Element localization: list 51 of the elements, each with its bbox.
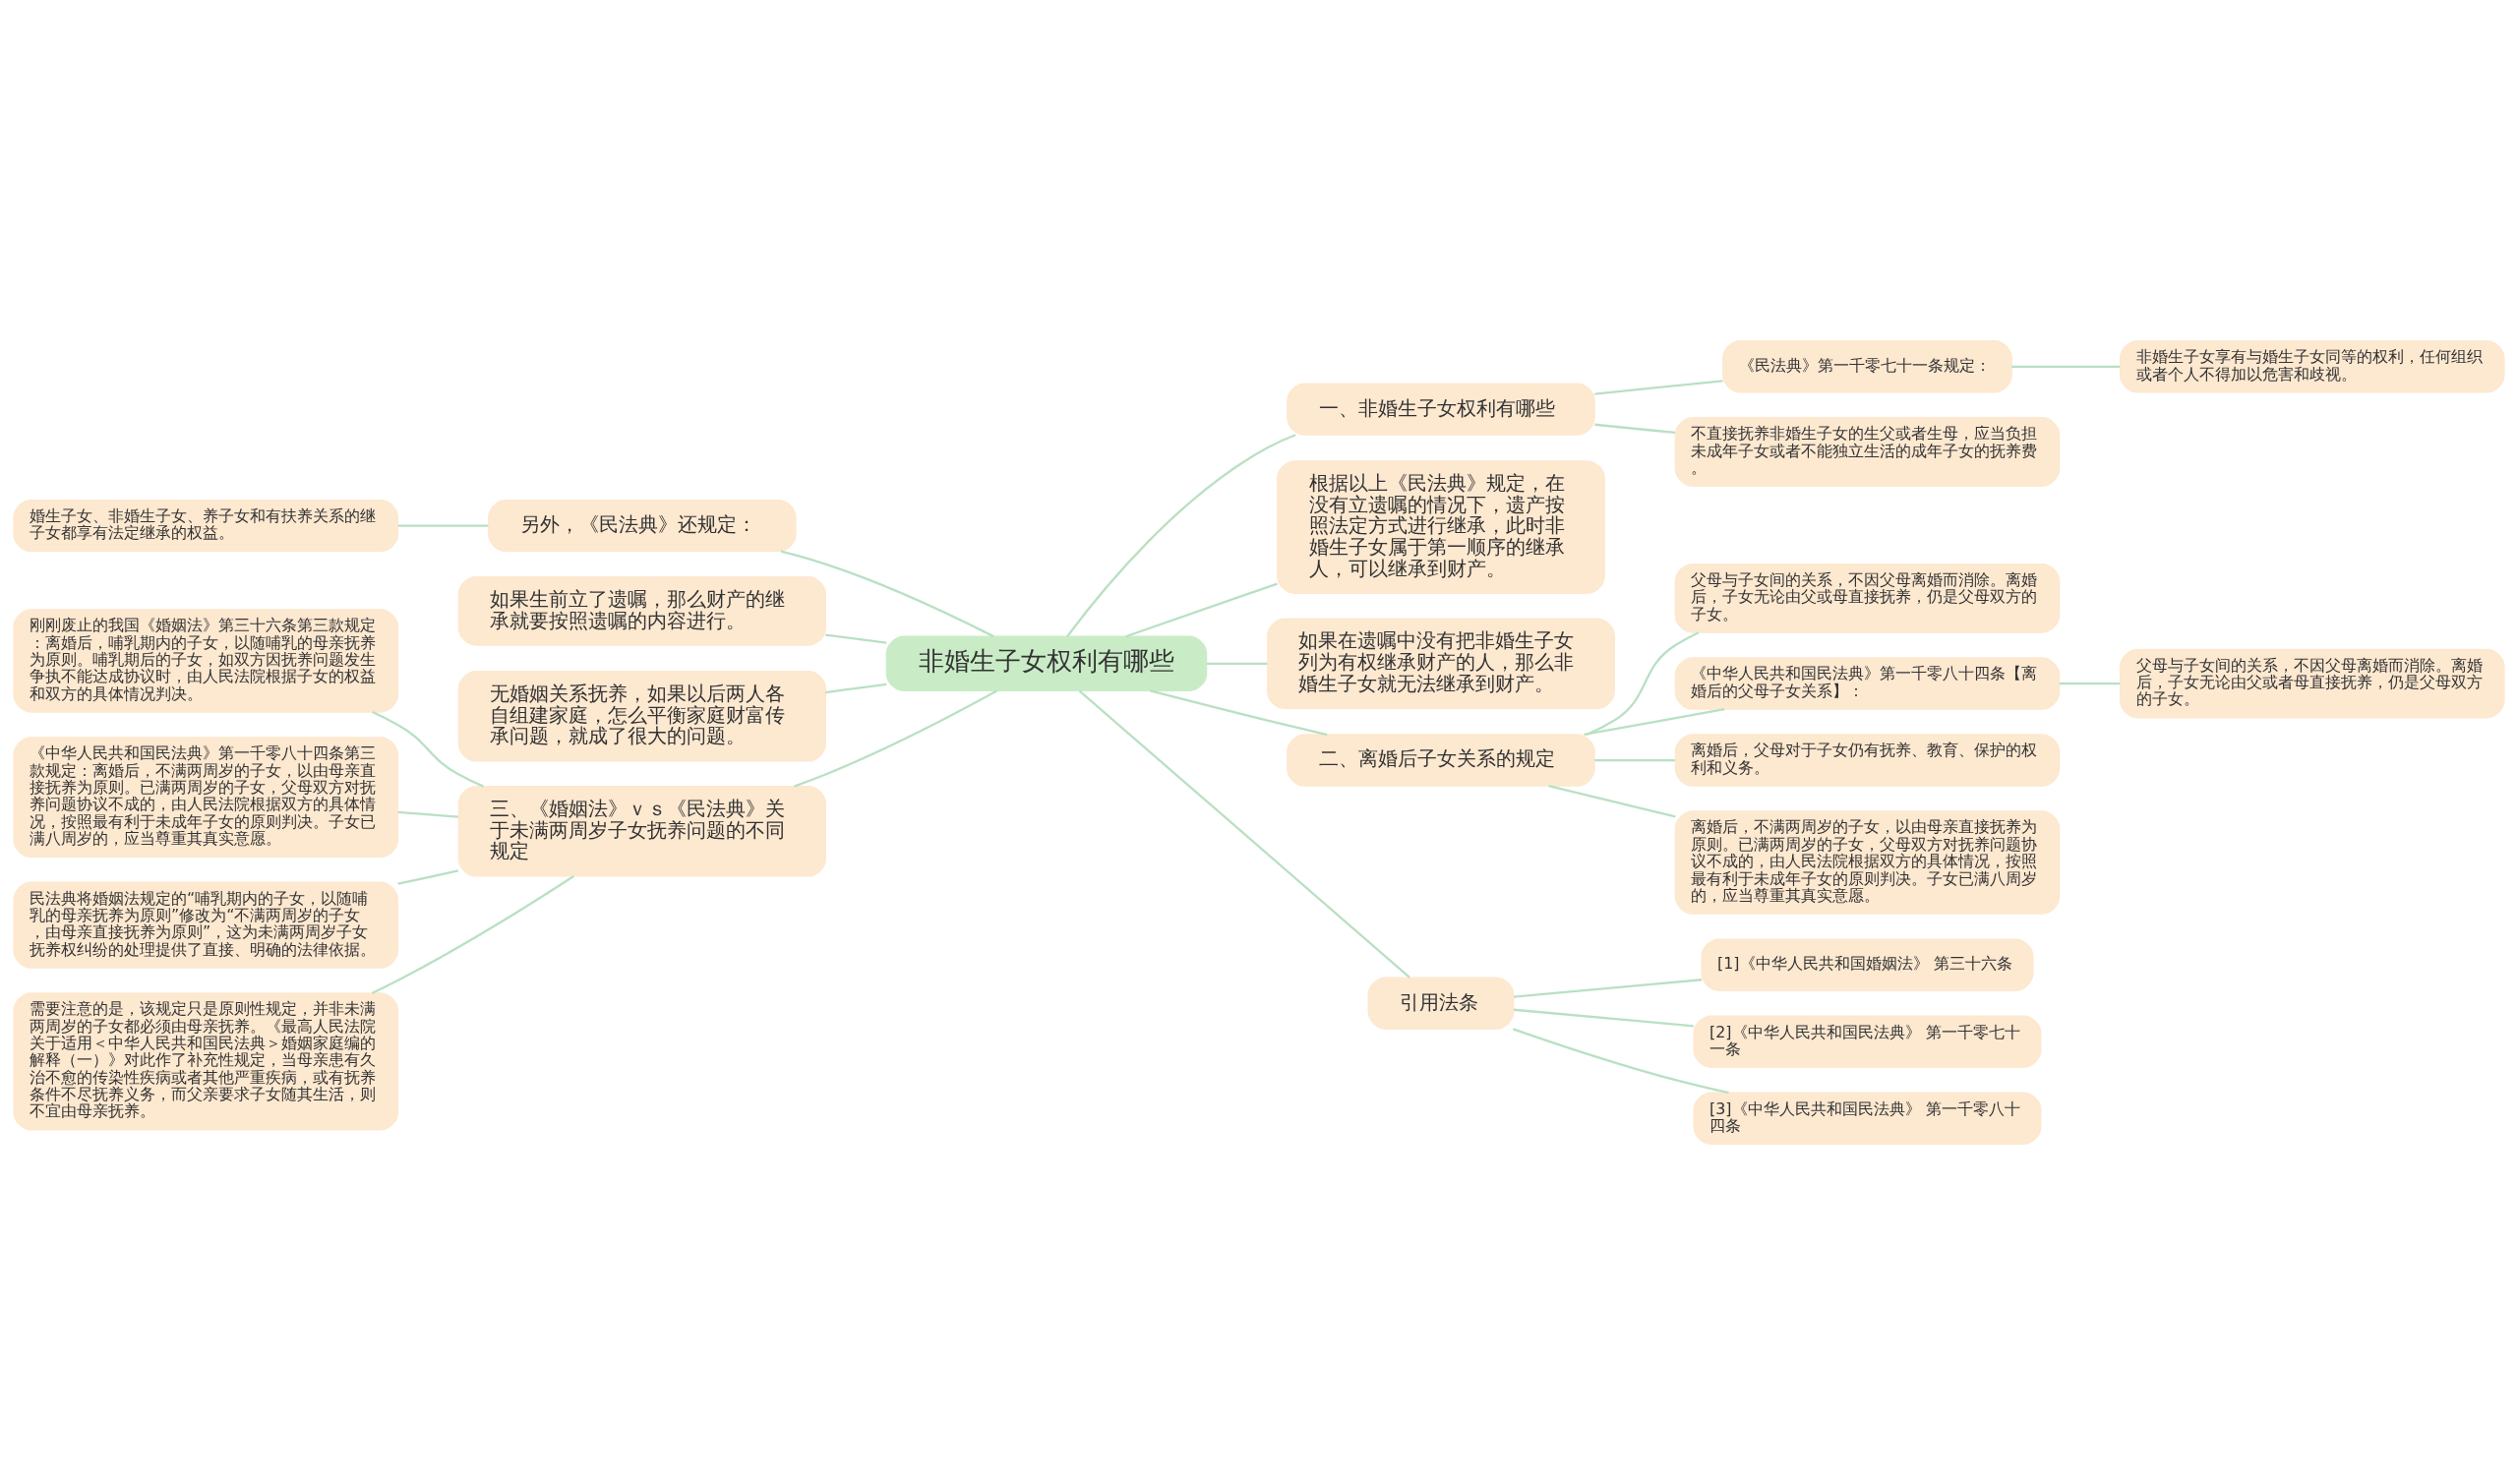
node-box: 无婚姻关系抚养，如果以后两人各自组建家庭，怎么平衡家庭财富传承问题，就成了很大的问题。 xyxy=(457,670,826,761)
node-box: 需要注意的是，该规定只是原则性规定，并非未满两周岁的子女都必须由母亲抚养。《最高人民法院关于适用＜中华人民共和国民法典＞婚姻家庭编的解释（一）》对此作了补充性规定，当母亲患有久治不愈的传染性疾病或者其他严重疾病，或有抚养条件不尽抚养义务，而父亲要求子女随其生活，则不宜由母亲抚养。 xyxy=(13,991,399,1130)
connector xyxy=(397,810,458,818)
node-box: 非婚生子女权利有哪些 xyxy=(885,635,1208,691)
connector xyxy=(2011,365,2121,368)
node-box: 一、非婚生子女权利有哪些 xyxy=(1287,382,1595,436)
node-box: 三、《婚姻法》ｖｓ《民法典》关于未满两周岁子女抚养问题的不同规定 xyxy=(457,785,826,877)
node-box: 《中华人民共和国民法典》第一千零八十四条第三款规定：离婚后，不满两周岁的子女，以由母亲直接抚养为原则。已满两周岁的子女，父母双方对抚养问题协议不成的，由人民法院根据双方的具体情况，按照最有利于未成年子女的原则判决。子女已满八周岁的，应当尊重其真实意愿。 xyxy=(13,736,399,858)
connector xyxy=(1125,581,1278,637)
connector xyxy=(1586,630,1700,736)
connector xyxy=(1078,689,1410,979)
node-box: 另外，《民法典》还规定： xyxy=(488,499,797,552)
node-box: 如果生前立了遗嘱，那么财产的继承就要按照遗嘱的内容进行。 xyxy=(457,575,826,646)
connector xyxy=(1149,688,1328,736)
node-box: 父母与子女间的关系，不因父母离婚而消除。离婚后，子女无论由父或母直接抚养，仍是父母双方的子女。 xyxy=(1674,563,2061,633)
connector xyxy=(1594,758,1676,761)
node-box: 离婚后，不满两周岁的子女，以由母亲直接抚养为原则。已满两周岁的子女，父母双方对抚养问题协议不成的，由人民法院根据双方的具体情况，按照最有利于未成年子女的原则判决。子女已满八周岁的，应当尊重其真实意愿。 xyxy=(1674,809,2061,915)
connector xyxy=(825,683,887,693)
node-box: 民法典将婚姻法规定的“哺乳期内的子女，以随哺乳的母亲抚养为原则”修改为“不满两周岁的子女，由母亲直接抚养为原则”，这为未满两周岁子女抚养权纠纷的处理提供了直接、明确的法律依据。 xyxy=(13,881,399,969)
connector xyxy=(371,874,574,994)
node-box: 不直接抚养非婚生子女的生父或者生母，应当负担未成年子女或者不能独立生活的成年子女的抚养费。 xyxy=(1674,416,2061,487)
node-box: 引用法条 xyxy=(1367,976,1515,1030)
connector xyxy=(1594,379,1723,395)
connector xyxy=(397,523,489,527)
connector xyxy=(1548,784,1676,817)
connector xyxy=(1066,433,1296,637)
connector xyxy=(825,632,887,644)
node-box: [1]《中华人民共和国婚姻法》 第三十六条 xyxy=(1701,937,2034,991)
node-box: [2]《中华人民共和国民法典》 第一千零七十一条 xyxy=(1693,1014,2042,1068)
node-box: 《民法典》第一千零七十一条规定： xyxy=(1722,339,2012,393)
connector xyxy=(780,550,994,637)
connector xyxy=(1584,707,1725,736)
node-box: 《中华人民共和国民法典》第一千零八十四条【离婚后的父母子女关系】： xyxy=(1674,656,2061,710)
node-box: 婚生子女、非婚生子女、养子女和有扶养关系的继子女都享有法定继承的权益。 xyxy=(13,499,399,552)
node-box: [3]《中华人民共和国民法典》 第一千零八十四条 xyxy=(1693,1091,2042,1145)
connector xyxy=(1206,662,1268,665)
node-box: 如果在遗嘱中没有把非婚生子女列为有权继承财产的人，那么非婚生子女就无法继承到财产。 xyxy=(1266,618,1615,709)
node-box: 根据以上《民法典》规定，在没有立遗嘱的情况下，遗产按照法定方式进行继承，此时非婚生子女属于第一顺序的继承人，可以继承到财产。 xyxy=(1277,459,1605,594)
connector xyxy=(1513,1008,1694,1027)
connector xyxy=(397,868,459,885)
connector xyxy=(1512,1027,1729,1094)
node-box: 父母与子女间的关系，不因父母离婚而消除。离婚后，子女无论由父或者母直接抚养，仍是父母双方的子女。 xyxy=(2119,648,2505,718)
connector xyxy=(1513,978,1703,998)
node-box: 非婚生子女享有与婚生子女同等的权利，任何组织或者个人不得加以危害和歧视。 xyxy=(2119,339,2505,393)
node-box: 二、离婚后子女关系的规定 xyxy=(1287,733,1595,787)
node-box: 刚刚废止的我国《婚姻法》第三十六条第三款规定：离婚后，哺乳期内的子女，以随哺乳的母亲抚养为原则。哺乳期后的子女，如双方因抚养问题发生争执不能达成协议时，由人民法院根据子女的权益和双方的具体情况判决。 xyxy=(13,608,399,713)
node-box: 离婚后，父母对于子女仍有抚养、教育、保护的权利和义务。 xyxy=(1674,733,2061,787)
connector xyxy=(2059,682,2121,684)
connector xyxy=(794,688,998,788)
connector xyxy=(372,710,484,788)
connector xyxy=(1594,423,1676,434)
